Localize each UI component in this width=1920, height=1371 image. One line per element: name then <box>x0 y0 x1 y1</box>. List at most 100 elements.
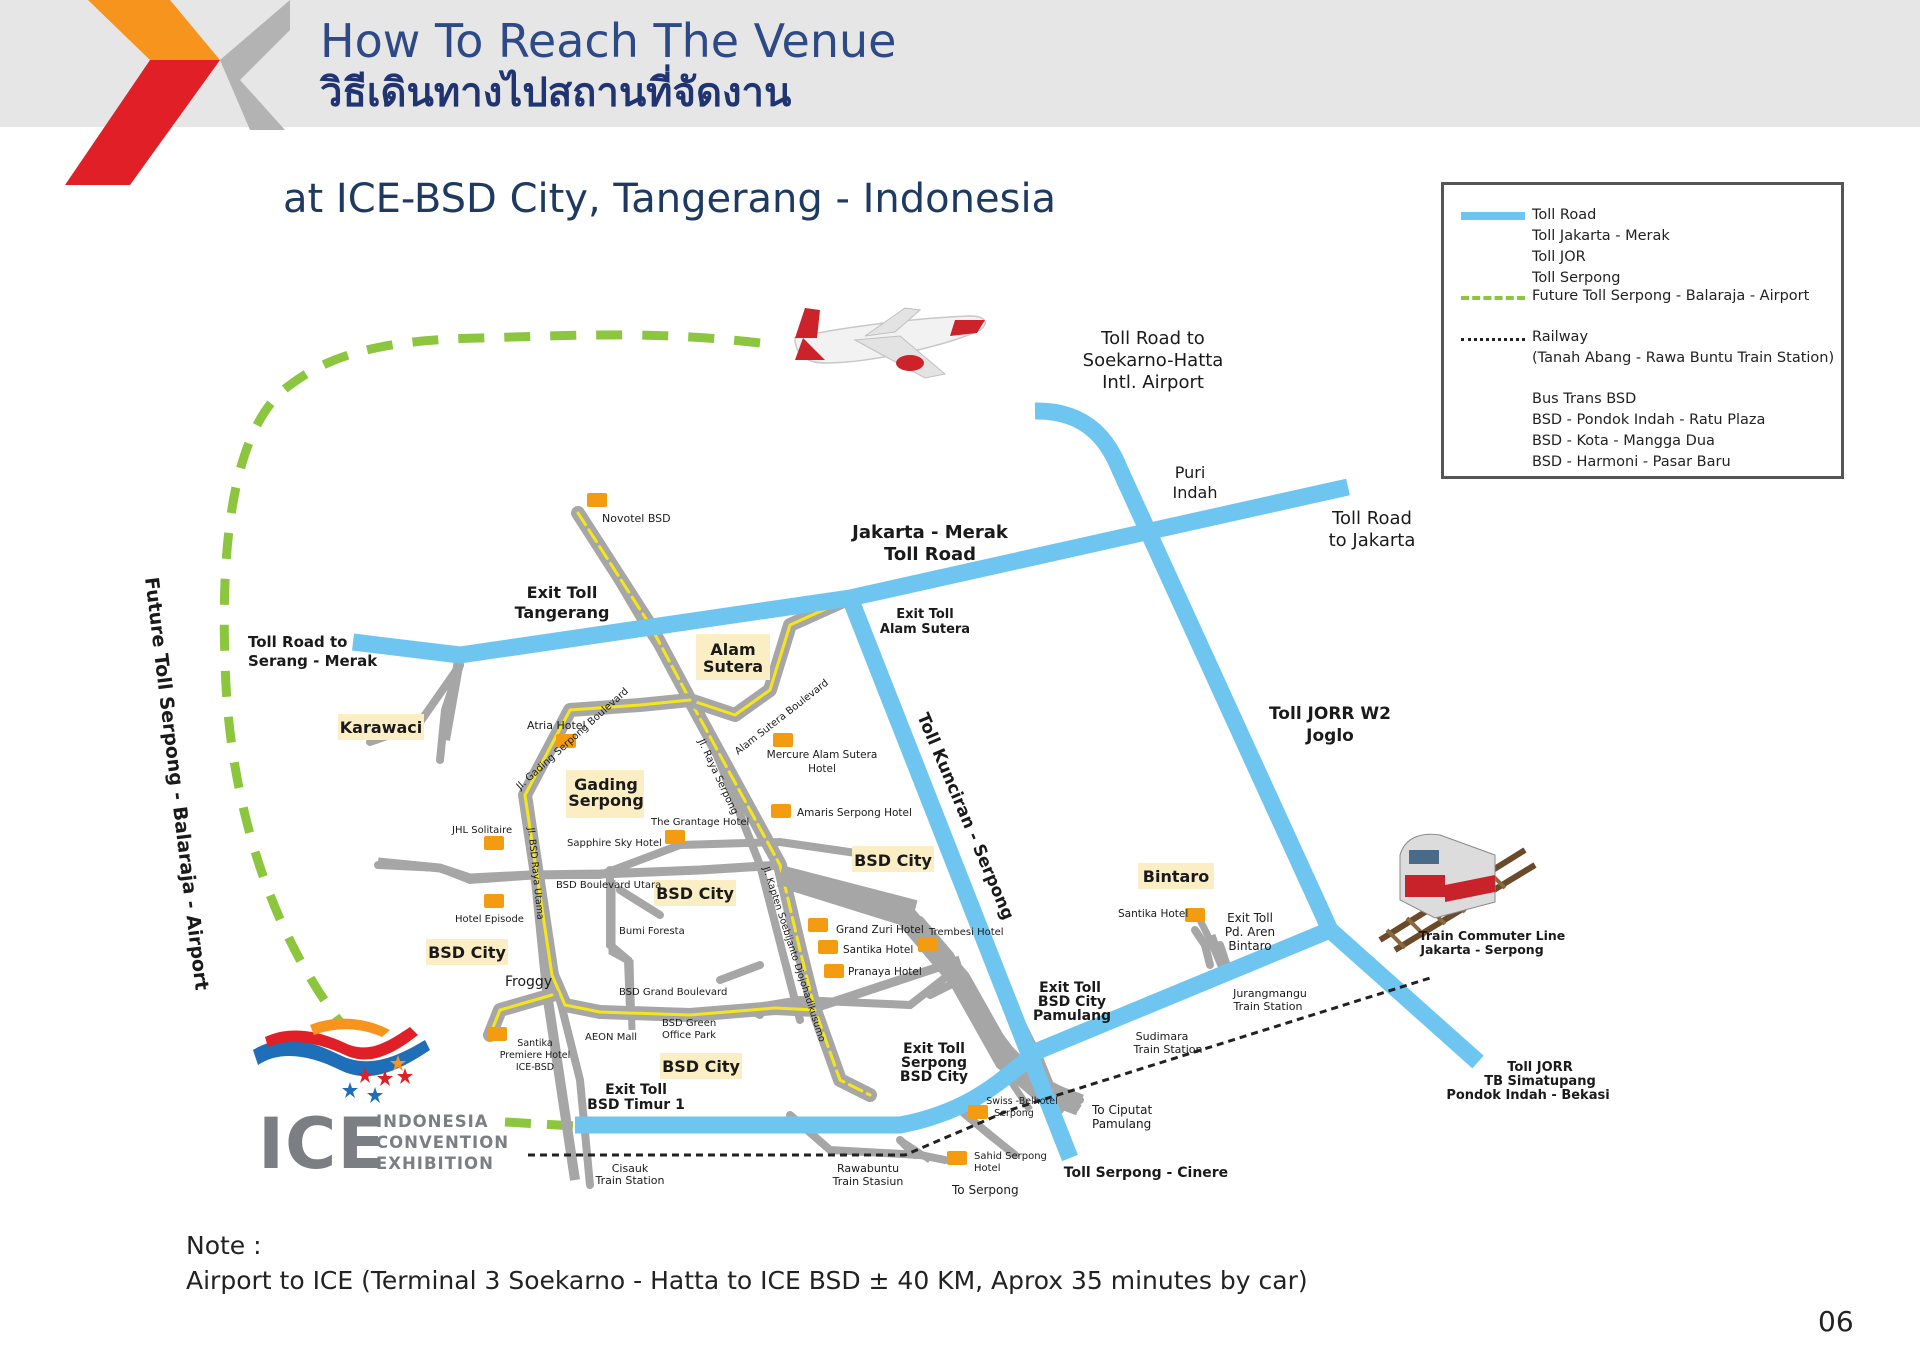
area-box-bintaro <box>1138 863 1214 889</box>
label-toll-serpong-cinere: Toll Serpong - Cinere <box>1064 1165 1228 1181</box>
hotel-icon <box>665 830 685 844</box>
toll-serpong <box>575 922 1334 1134</box>
label-swiss: Swiss -Belhotel <box>986 1096 1058 1107</box>
legend-railway-detail: (Tanah Abang - Rawa Buntu Train Station) <box>1532 350 1835 366</box>
label-to-serpong: To Serpong <box>951 1183 1019 1197</box>
label-atria: Atria Hotel <box>527 719 586 732</box>
label-train-commuter: Jakarta - Serpong <box>1419 942 1543 957</box>
legend-toll-jakarta-merak: Toll Jakarta - Merak <box>1532 228 1670 244</box>
label-toll-jakarta: to Jakarta <box>1329 530 1416 551</box>
label-exit-pamulang: Exit Toll <box>1039 980 1101 996</box>
area-box-gading <box>566 770 644 818</box>
label-swiss: Serpong <box>994 1108 1034 1119</box>
label-jorr-w2: Joglo <box>1305 726 1354 746</box>
label-serang-merak: Toll Road to <box>248 633 347 651</box>
label-bsd-blvd-utara: BSD Boulevard Utara <box>556 880 661 891</box>
label-sahid: Sahid Serpong <box>974 1151 1047 1162</box>
label-exit-aren: Exit Toll <box>1227 911 1273 925</box>
hotel-icon <box>824 964 844 978</box>
hotel-icon <box>818 940 838 954</box>
area-bsd-city: BSD City <box>662 1057 740 1076</box>
label-rawabuntu: Rawabuntu <box>837 1162 899 1175</box>
area-box-bsd-city-4 <box>660 1053 742 1079</box>
label-bsd-green: Office Park <box>662 1030 716 1041</box>
area-box-bsd-city-1 <box>852 846 934 872</box>
star-icons <box>357 1067 413 1086</box>
toll-jakarta-merak <box>351 478 1350 664</box>
train-icon <box>1378 833 1537 953</box>
note-block: Note : Airport to ICE (Terminal 3 Soekar… <box>186 1228 1308 1298</box>
future-toll-route <box>219 330 761 1025</box>
label-jhl: JHL Solitaire <box>451 825 512 836</box>
hotel-icon <box>918 938 938 952</box>
label-sapphire: Sapphire Sky Hotel <box>567 838 662 849</box>
bus-roads <box>483 506 877 1102</box>
toll-jorr-w2 <box>1034 402 1484 1069</box>
label-exit-tangerang: Tangerang <box>515 603 610 622</box>
legend-toll-serpong: Toll Serpong <box>1532 270 1621 286</box>
hotel-icon <box>556 734 576 748</box>
label-exit-pamulang: Pamulang <box>1033 1008 1111 1024</box>
hotel-icon <box>484 894 504 908</box>
label-puri-indah: Indah <box>1173 483 1218 502</box>
label-sudimara: Train Station <box>1133 1043 1203 1056</box>
label-jorr-tb: Pondok Indah - Bekasi <box>1446 1088 1609 1103</box>
label-exit-pamulang: BSD City <box>1038 994 1106 1010</box>
label-rawabuntu: Train Stasiun <box>832 1175 904 1188</box>
label-exit-serpong: BSD City <box>900 1069 968 1085</box>
hotel-icon <box>773 733 793 747</box>
legend-railway: Railway <box>1532 329 1589 345</box>
label-santika-hotel: Santika Hotel <box>843 944 913 956</box>
label-toll-soekarno: Soekarno-Hatta <box>1083 350 1224 371</box>
area-bsd-city: BSD City <box>656 884 734 903</box>
page-number: 06 <box>1818 1305 1854 1338</box>
label-santika-premiere: Premiere Hotel <box>500 1050 571 1061</box>
label-ciputat: To Ciputat <box>1091 1103 1152 1117</box>
label-sudimara: Sudimara <box>1136 1030 1189 1043</box>
label-jurangmangu: Train Station <box>1233 1000 1303 1013</box>
road-grey-wide-bsd <box>777 865 918 920</box>
label-mercure: Mercure Alam Sutera <box>767 749 878 761</box>
area-karawaci: Karawaci <box>340 718 422 737</box>
label-train-commuter: Train Commuter Line <box>1419 928 1566 943</box>
area-box-karawaci <box>338 714 424 740</box>
label-ciputat: Pamulang <box>1092 1117 1151 1131</box>
label-jakarta-merak-toll: Jakarta - Merak <box>850 522 1009 543</box>
label-bsd-grand-blvd: BSD Grand Boulevard <box>619 987 727 998</box>
label-exit-serpong: Serpong <box>901 1055 967 1071</box>
hotel-icon <box>947 1151 967 1165</box>
label-jorr-tb: Toll JORR <box>1507 1060 1572 1075</box>
label-exit-alam-sutera: Alam Sutera <box>880 622 970 637</box>
venue-subtitle: at ICE-BSD City, Tangerang - Indonesia <box>283 176 1057 222</box>
area-bsd-city: BSD City <box>428 943 506 962</box>
legend-bus-route: BSD - Kota - Mangga Dua <box>1532 433 1715 449</box>
label-jakarta-merak-toll: Toll Road <box>884 544 976 565</box>
legend-toll-swatch <box>1461 212 1525 220</box>
area-gading-serpong: Gading <box>574 775 638 794</box>
ice-logo-line: EXHIBITION <box>376 1154 494 1173</box>
ice-logo-line: INDONESIA <box>376 1112 489 1131</box>
label-toll-jakarta: Toll Road <box>1331 508 1412 529</box>
area-bsd-city: BSD City <box>854 851 932 870</box>
label-grantage: The Grantage Hotel <box>650 817 749 828</box>
label-serang-merak: Serang - Merak <box>248 652 378 670</box>
label-jorr-w2: Toll JORR W2 <box>1269 704 1391 724</box>
label-santika-premiere: Santika <box>517 1038 552 1049</box>
logo-red-shape <box>65 60 220 185</box>
label-cisauk: Cisauk <box>612 1162 649 1175</box>
area-alam-sutera: Alam <box>710 640 755 659</box>
label-jorr-tb: TB Simatupang <box>1484 1074 1596 1089</box>
label-exit-alam-sutera: Exit Toll <box>896 607 953 622</box>
legend-toll-road: Toll Road <box>1532 207 1597 223</box>
corner-logo <box>65 0 290 185</box>
toll-roads <box>351 402 1484 1162</box>
road-pranaya <box>813 955 962 1013</box>
label-exit-timur: Exit Toll <box>605 1082 667 1098</box>
legend-bus: Bus Trans BSD <box>1532 391 1637 407</box>
label-exit-aren: Bintaro <box>1228 939 1271 953</box>
area-box-bsd-city-3 <box>426 939 508 965</box>
ice-logo-line: CONVENTION <box>376 1133 510 1152</box>
label-exit-aren: Pd. Aren <box>1225 925 1275 939</box>
page-title-thai: วิธีเดินทางไปสถานที่จัดงาน <box>320 70 792 116</box>
